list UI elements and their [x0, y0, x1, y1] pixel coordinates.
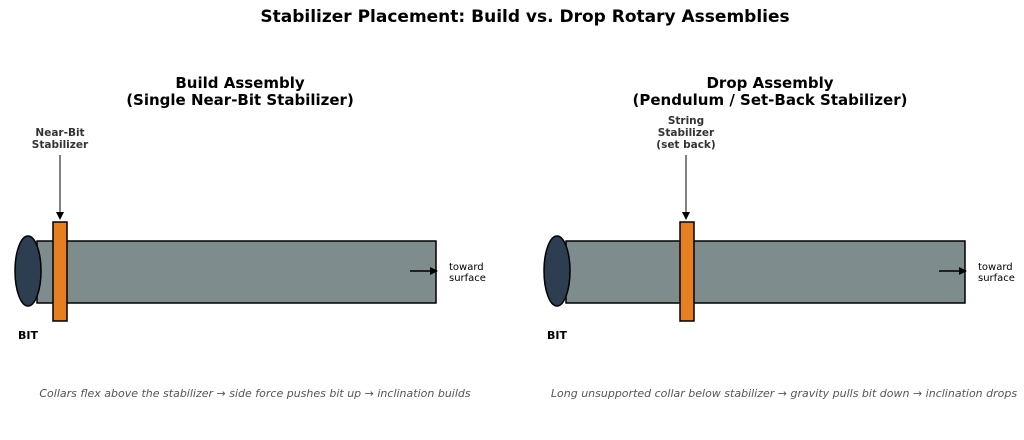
set-back-stabilizer	[679, 221, 695, 322]
figure-title: Stabilizer Placement: Build vs. Drop Rot…	[260, 7, 789, 27]
bit-label: BIT	[547, 329, 567, 342]
near-bit-stabilizer	[52, 221, 68, 322]
toward-surface-label-line1: toward	[978, 262, 1013, 273]
bit-label: BIT	[18, 329, 38, 342]
stabilizer-label-line2: Stabilizer	[658, 127, 715, 139]
drop-assembly-panel: Drop Assembly (Pendulum / Set-Back Stabi…	[543, 74, 1017, 400]
panel-caption: Collars flex above the stabilizer → side…	[39, 387, 471, 400]
stabilizer-label-line2: Stabilizer	[32, 139, 89, 151]
stabilizer-label-line3: (set back)	[656, 139, 715, 151]
panel-title-line2: (Pendulum / Set-Back Stabilizer)	[633, 91, 908, 109]
toward-surface-label-line2: surface	[978, 273, 1015, 284]
stabilizer-label-line1: Near-Bit	[35, 127, 84, 139]
drill-collar	[565, 240, 966, 304]
toward-surface-label-line1: toward	[449, 262, 484, 273]
panel-title-line2: (Single Near-Bit Stabilizer)	[126, 91, 354, 109]
panel-title-line1: Build Assembly	[175, 74, 305, 92]
panel-caption: Long unsupported collar below stabilizer…	[551, 387, 1017, 400]
drill-bit	[543, 235, 571, 307]
toward-surface-label-line2: surface	[449, 273, 486, 284]
stabilizer-label-line1: String	[668, 115, 704, 127]
build-assembly-panel: Build Assembly (Single Near-Bit Stabiliz…	[14, 74, 486, 400]
panel-title-line1: Drop Assembly	[706, 74, 833, 92]
drill-bit	[14, 235, 42, 307]
drill-collar	[36, 240, 437, 304]
